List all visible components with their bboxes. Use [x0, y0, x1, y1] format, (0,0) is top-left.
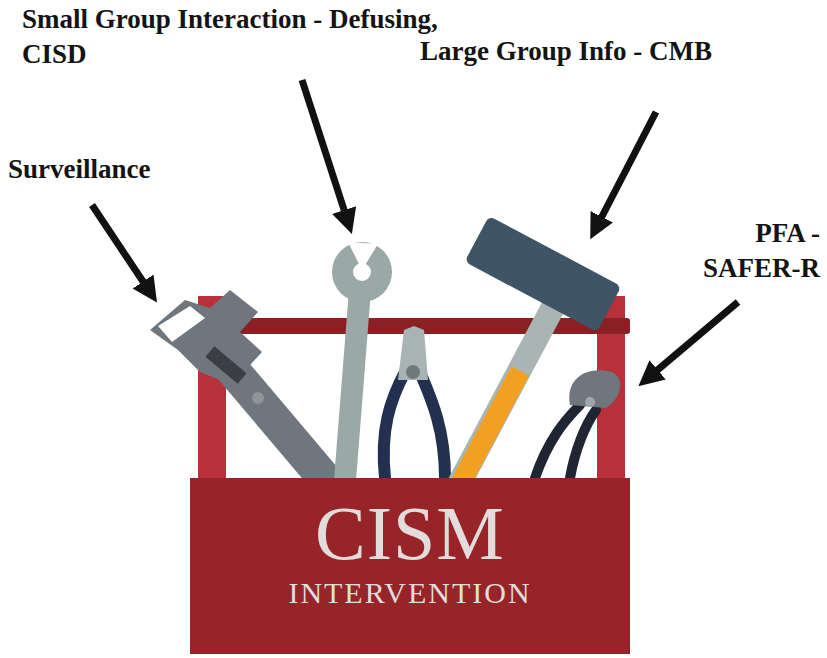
leader-arrow	[596, 112, 656, 228]
callout-label: Small Group Interaction - Defusing, CISD	[22, 2, 462, 72]
leader-arrow	[648, 302, 738, 378]
leader-arrow	[92, 205, 150, 292]
callout-label: Surveillance	[8, 152, 228, 187]
hammer	[448, 216, 622, 491]
box-subtitle: INTERVENTION	[190, 576, 630, 609]
callout-label: PFA - SAFER-R	[680, 216, 820, 286]
leader-arrow	[302, 80, 348, 222]
toolbox-front: CISMINTERVENTION	[190, 478, 630, 654]
nippers	[535, 370, 620, 478]
adjustable-wrench	[150, 290, 330, 485]
pliers	[384, 326, 445, 478]
box-title: CISM	[190, 492, 630, 576]
callout-label: Large Group Info - CMB	[420, 34, 820, 69]
